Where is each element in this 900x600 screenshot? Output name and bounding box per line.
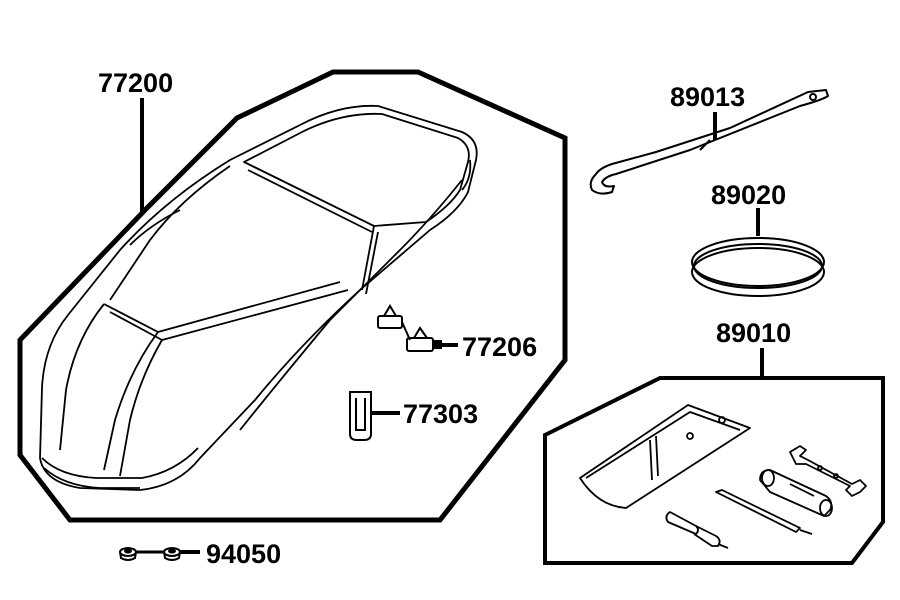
seat-group-frame: [17, 69, 568, 523]
tool-kit-icon: [579, 404, 867, 549]
hook-wrench-icon: [589, 89, 829, 195]
part-label-77303: 77303: [403, 399, 478, 429]
part-label-89020: 89020: [711, 180, 786, 210]
band-icon: [691, 237, 825, 297]
seat-icon: [39, 104, 478, 491]
seat-bracket-icon: [377, 304, 442, 352]
part-label-89010: 89010: [716, 318, 791, 348]
part-label-94050: 94050: [206, 539, 281, 569]
clip-icon: [349, 391, 372, 441]
nut-pair-icon: [119, 547, 181, 561]
part-label-89013: 89013: [670, 82, 745, 112]
part-label-77200: 77200: [98, 68, 173, 98]
tool-kit-frame: [543, 376, 885, 565]
part-label-77206: 77206: [462, 332, 537, 362]
